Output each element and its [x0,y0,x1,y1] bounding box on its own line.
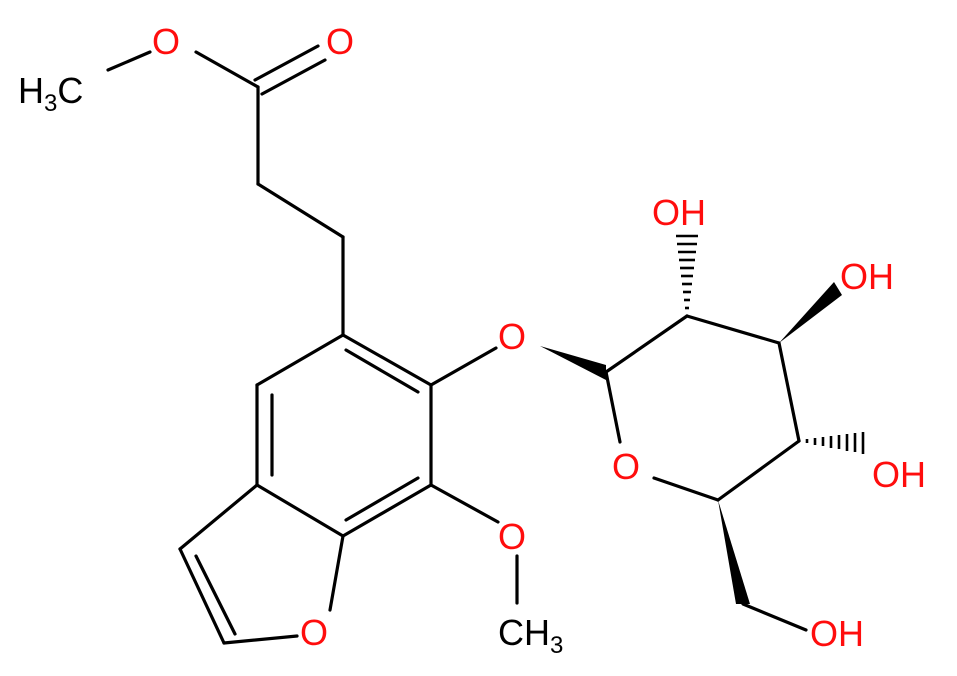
bond-c3-c2-inner [194,554,237,636]
label-oh-c2: OH [652,192,706,233]
label-methoxy-o: O [498,516,526,557]
wedge-oglyc-c1 [540,346,606,380]
label-oh-c6: OH [810,613,864,654]
bond-c7-c7a-inner [344,476,420,522]
bond-methyl-o [106,50,152,72]
bond-c5-oring [652,476,720,502]
bond-c2-c3 [685,314,781,345]
bond-layer [106,44,808,645]
label-furan-o: O [300,612,328,653]
wedge-c5-ch2 [718,500,750,604]
bond-c7-omethoxy [429,483,500,524]
atom-labels: H3C O O O O CH3 O O OH OH OH OH [18,21,926,659]
hash-c4-oh [805,432,865,454]
bond-c3a-c3 [178,483,259,551]
bond-c5-c6-inner [344,348,420,394]
label-glycoside-o: O [498,316,526,357]
bond-c7-c7a [341,483,433,538]
label-ester-o-double: O [326,21,354,62]
bond-carbonyl-double-a [253,44,320,82]
bond-c3-c4 [777,341,801,443]
bond-ch2-ch2 [256,182,345,239]
bond-c6-ch2oh [741,602,808,632]
bond-c6-oglyc [429,346,498,387]
bond-c5-c6 [341,333,433,387]
bond-c4-c5 [255,333,345,387]
bond-c2-o1 [222,634,299,645]
bond-oring-c1 [604,370,622,444]
label-methoxy-ch3: CH3 [498,612,563,659]
hash-c2-oh [676,234,698,310]
label-ester-o-single: O [152,21,180,62]
bond-c3-c2 [178,547,226,645]
bond-o1-c7a [328,534,345,612]
bond-c4-c5 [716,439,801,502]
bond-carbonyl-double-b [260,58,327,96]
bond-c1-c2 [604,314,689,374]
label-oh-c3: OH [840,256,894,297]
label-ring-o: O [612,446,640,487]
label-ester-methyl: H3C [18,70,83,117]
label-oh-c4: OH [872,454,926,495]
bond-o-carbonyl [194,50,260,89]
stereo-bonds [540,234,865,604]
wedge-c3-oh [779,282,842,343]
bond-c7a-c3a [255,483,345,538]
